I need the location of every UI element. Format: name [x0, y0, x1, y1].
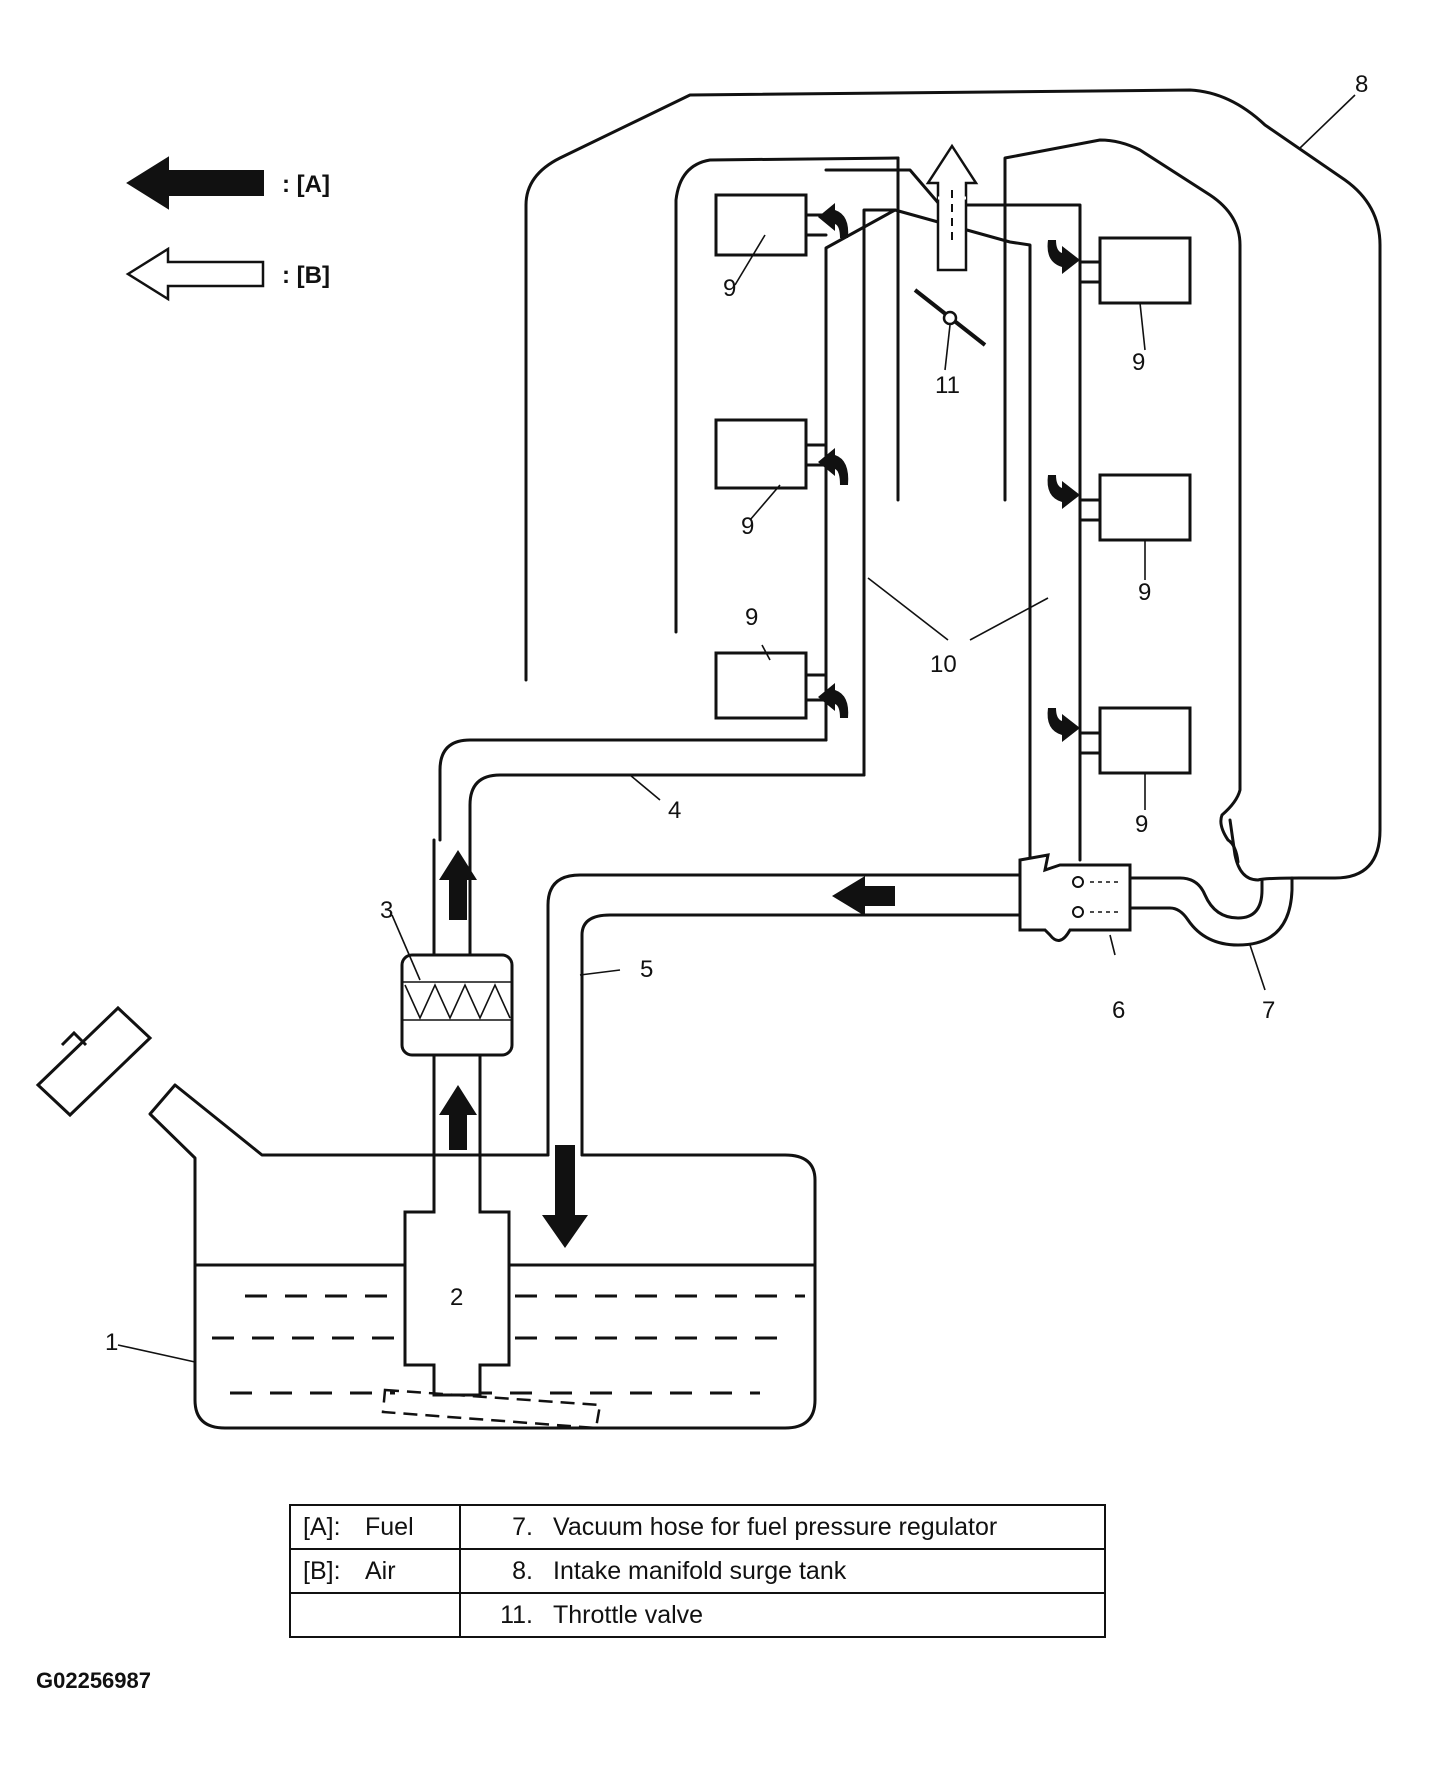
figure-id: G02256987 — [36, 1668, 151, 1693]
injector-left-1 — [714, 193, 808, 257]
injector-left-3 — [714, 651, 808, 720]
fuel-rails — [438, 168, 1082, 932]
pump-outlet-arrow — [439, 1085, 477, 1150]
legend-arrow-air — [125, 246, 265, 302]
air-intake — [913, 143, 987, 347]
key-legend-code: [A]: — [303, 1512, 341, 1541]
callout-5: 5 — [640, 956, 653, 983]
filter-outlet-arrow — [439, 850, 477, 920]
key-item-cell: 8. Intake manifold surge tank — [459, 1548, 1106, 1594]
key-row: [A]: Fuel 7. Vacuum hose for fuel pressure… — [289, 1504, 1106, 1550]
key-row: [B]: Air 8. Intake manifold surge tank — [289, 1548, 1106, 1594]
injector-fuel-arrows — [818, 203, 1080, 742]
key-item-number: 8. — [512, 1556, 533, 1585]
key-legend-text: Fuel — [365, 1512, 414, 1541]
key-legend-cell: [B]: Air — [289, 1548, 461, 1594]
callout-9e: 9 — [1138, 579, 1151, 606]
key-legend-cell: [A]: Fuel — [289, 1504, 461, 1550]
injector-right-3 — [1098, 706, 1192, 775]
key-item-number: 7. — [512, 1512, 533, 1541]
callout-7: 7 — [1262, 997, 1275, 1024]
callout-1: 1 — [105, 1329, 118, 1356]
callouts: 1 2 3 4 5 6 7 8 9 9 9 9 9 9 10 11 — [105, 71, 1368, 1356]
callout-2: 2 — [450, 1284, 463, 1311]
callout-3: 3 — [380, 897, 393, 924]
callout-9d: 9 — [1132, 349, 1145, 376]
leader-lines — [117, 94, 1356, 1363]
return-line — [546, 873, 1032, 1157]
key-legend-cell — [289, 1592, 461, 1638]
fuel-filter — [400, 838, 514, 1157]
callout-10: 10 — [930, 651, 957, 678]
key-item-text: Intake manifold surge tank — [553, 1556, 847, 1585]
legend-label-air: : [B] — [282, 262, 330, 289]
callout-9c: 9 — [745, 604, 758, 631]
key-row: 11. Throttle valve — [289, 1592, 1106, 1638]
callout-6: 6 — [1112, 997, 1125, 1024]
pump-strainer — [381, 1388, 602, 1430]
key-item-cell: 11. Throttle valve — [459, 1592, 1106, 1638]
key-legend-text: Air — [365, 1556, 396, 1585]
injector-right-2 — [1098, 473, 1192, 542]
legend-label-fuel: : [A] — [282, 171, 330, 198]
fuel-tank — [35, 1005, 817, 1430]
injectors — [714, 193, 1192, 775]
callout-9a: 9 — [723, 275, 736, 302]
injector-right-1 — [1098, 236, 1192, 305]
callout-9b: 9 — [741, 513, 754, 540]
legend: : [A] : [B] — [125, 156, 330, 302]
intake-manifold-surge-tank — [524, 88, 1382, 882]
legend-arrow-fuel — [126, 156, 264, 210]
pressure-regulator — [1018, 853, 1132, 942]
fuel-pump — [381, 1153, 602, 1430]
key-item-text: Throttle valve — [553, 1600, 704, 1629]
callout-11: 11 — [935, 372, 960, 399]
fuel-flow-arrows — [439, 850, 895, 1248]
callout-9f: 9 — [1135, 811, 1148, 838]
key-item-number: 11. — [500, 1600, 533, 1629]
return-line-arrow — [832, 876, 895, 916]
vacuum-hose — [1128, 876, 1294, 947]
return-to-tank-arrow — [542, 1145, 588, 1248]
key-item-text: Vacuum hose for fuel pressure regulator — [553, 1512, 998, 1541]
callout-4: 4 — [668, 797, 681, 824]
key-legend-code: [B]: — [303, 1556, 341, 1585]
injector-left-2 — [714, 418, 808, 490]
filler-cap — [35, 1005, 153, 1118]
key-table: [A]: Fuel 7. Vacuum hose for fuel pressure… — [289, 1504, 1106, 1638]
key-item-cell: 7. Vacuum hose for fuel pressure regulato… — [459, 1504, 1106, 1550]
callout-8: 8 — [1355, 71, 1368, 98]
